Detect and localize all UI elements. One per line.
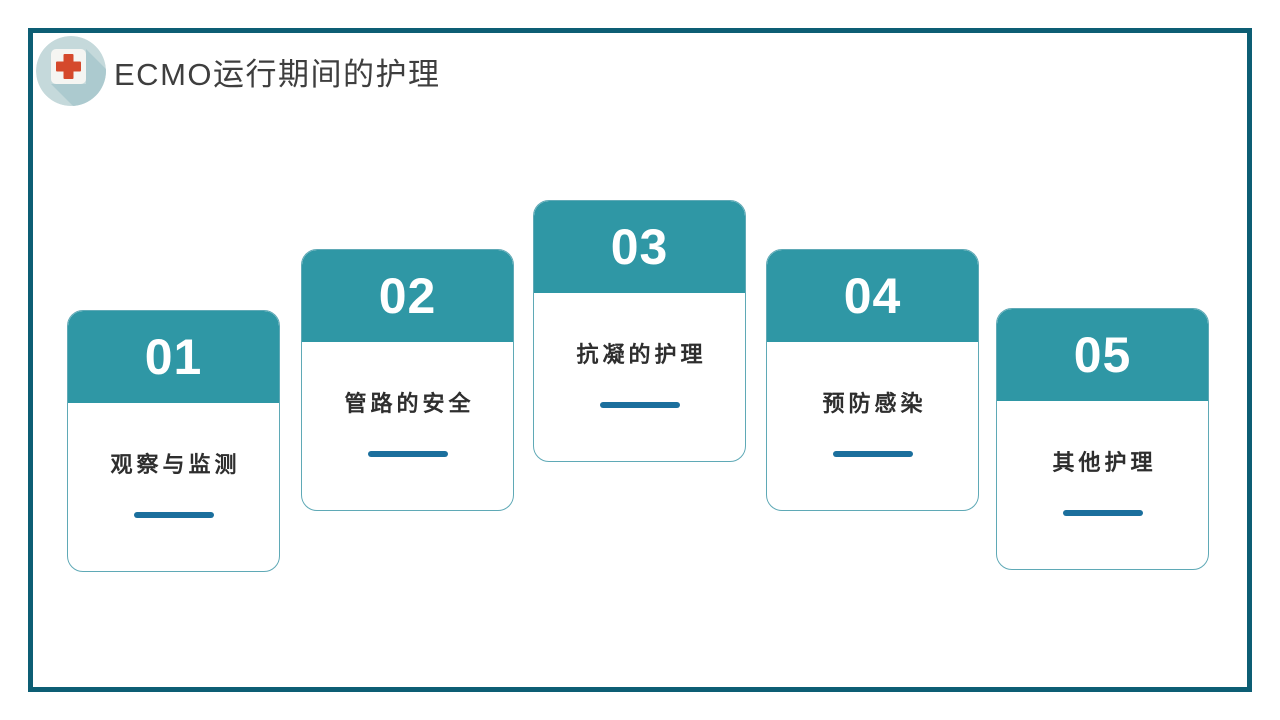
step-card: 04 预防感染 [766, 249, 979, 511]
step-number: 03 [610, 219, 669, 275]
step-card-body: 观察与监测 [68, 403, 279, 518]
step-underline-bar [599, 402, 680, 408]
step-card-body: 抗凝的护理 [534, 293, 745, 408]
step-label: 其他护理 [1052, 450, 1157, 475]
step-underline-bar [133, 512, 214, 518]
step-card: 03 抗凝的护理 [533, 200, 746, 462]
step-card: 01 观察与监测 [67, 310, 280, 572]
step-card-body: 预防感染 [767, 342, 978, 457]
step-card-header: 03 [534, 201, 745, 293]
step-card-header: 04 [767, 250, 978, 342]
step-card-body: 管路的安全 [302, 342, 513, 457]
step-label: 预防感染 [822, 391, 927, 416]
step-label: 观察与监测 [110, 452, 241, 477]
step-card-header: 01 [68, 311, 279, 403]
step-label: 管路的安全 [344, 391, 475, 416]
step-number: 04 [843, 268, 902, 324]
slide-frame [28, 28, 1252, 692]
step-card-header: 05 [997, 309, 1208, 401]
step-card-header: 02 [302, 250, 513, 342]
page-title: ECMO运行期间的护理 [114, 56, 441, 92]
step-underline-bar [367, 451, 448, 457]
step-number: 01 [144, 329, 203, 385]
step-underline-bar [1062, 510, 1143, 516]
step-label: 抗凝的护理 [576, 342, 707, 367]
slide-header: ECMO运行期间的护理 [36, 36, 441, 106]
step-card-body: 其他护理 [997, 401, 1208, 516]
step-number: 05 [1073, 327, 1132, 383]
step-number: 02 [378, 268, 437, 324]
medical-cross-icon [36, 36, 106, 106]
step-card: 05 其他护理 [996, 308, 1209, 570]
step-card: 02 管路的安全 [301, 249, 514, 511]
step-underline-bar [832, 451, 913, 457]
